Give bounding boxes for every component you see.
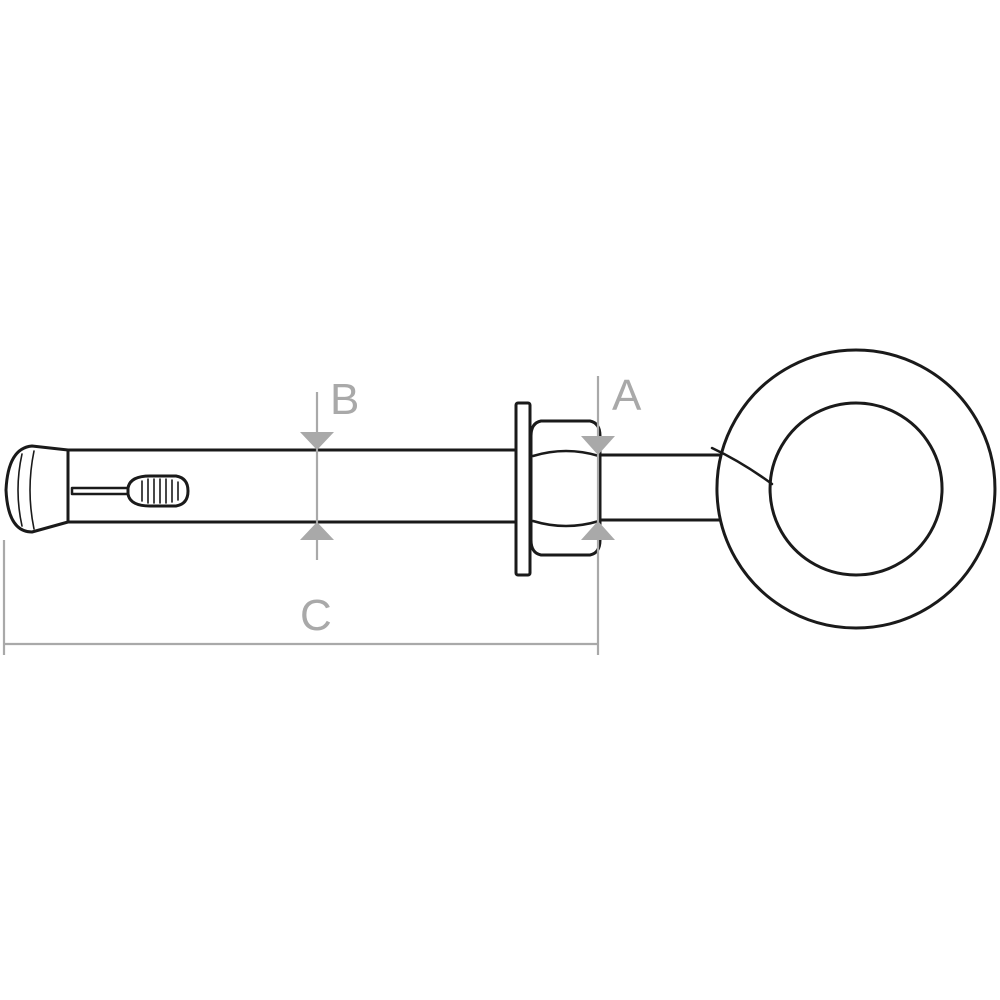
anchor-sleeve [66,448,522,524]
dimension-a-label: A [612,371,642,420]
dimension-c: C [2,540,598,655]
eye-bolt [596,348,997,630]
dimension-b-arrow-top [300,432,334,450]
cone-body [4,444,70,534]
slot-thread-marks [141,478,179,504]
expander-cone [4,444,70,534]
cone-ridges [17,450,35,530]
expansion-slot [70,486,135,496]
ring-neck-join [710,446,774,486]
dimension-a: A [581,371,642,655]
dimension-a-arrow-top [581,436,615,455]
nut-chamfer-top [531,449,601,458]
dimension-b: B [300,375,359,560]
dimension-b-label: B [330,375,359,424]
dimension-c-label: C [300,591,332,640]
dimension-a-arrow-bottom [581,521,615,540]
nut-chamfer-bottom [531,519,601,528]
eye-ring [715,348,997,630]
slot-end [126,474,190,508]
washer [514,401,532,577]
dimension-b-arrow-bottom [300,522,334,540]
